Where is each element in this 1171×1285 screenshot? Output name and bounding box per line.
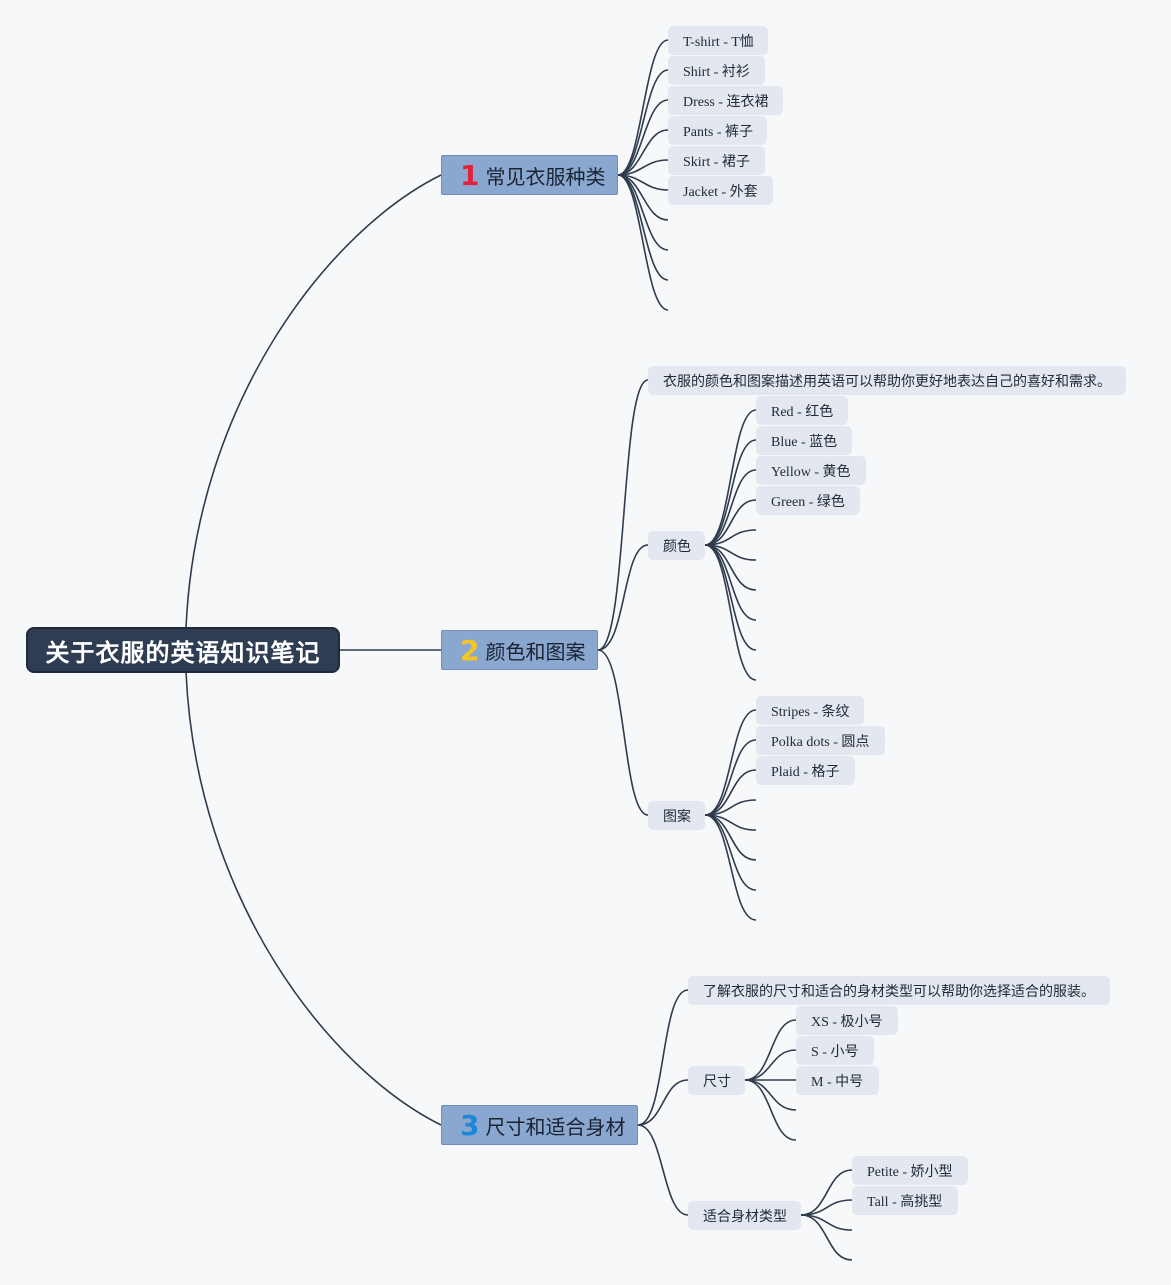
leaf-item[interactable]: Yellow - 黄色 — [756, 456, 866, 485]
leaf-item[interactable]: T-shirt - T恤 — [668, 26, 768, 55]
edge-size-item — [744, 1049, 797, 1081]
group-colors[interactable]: 颜色 — [648, 531, 705, 560]
leaf-item[interactable]: XS - 极小号 — [796, 1006, 898, 1035]
group-body-types[interactable]: 适合身材类型 — [688, 1201, 801, 1230]
leaf-item[interactable]: Stripes - 条纹 — [756, 696, 864, 725]
node-label: Plaid - 格子 — [771, 764, 840, 780]
edge-b2-group — [597, 544, 649, 651]
number-badge: 2 — [460, 633, 480, 667]
edge-b1-item — [617, 39, 669, 176]
edge-color-item — [704, 439, 757, 546]
edge-pattern-empty — [704, 814, 757, 921]
edge-pattern-item — [704, 709, 757, 816]
leaf-item[interactable]: Polka dots - 圆点 — [756, 726, 885, 755]
edge-root-branch-1 — [185, 174, 442, 629]
main-topic-colors-patterns[interactable]: 2 颜色和图案 — [441, 630, 598, 670]
node-label: S - 小号 — [811, 1044, 859, 1060]
main-topic-title: 尺寸和适合身材 — [485, 1114, 626, 1139]
edge-b2-note — [597, 379, 649, 651]
node-label: Blue - 蓝色 — [771, 434, 838, 450]
root-title: 关于衣服的英语知识笔记 — [45, 638, 321, 667]
edge-b1-empty — [617, 174, 669, 281]
node-label: XS - 极小号 — [811, 1014, 883, 1030]
group-sizes[interactable]: 尺寸 — [688, 1066, 745, 1095]
group-patterns[interactable]: 图案 — [648, 801, 705, 830]
edge-b3-note — [637, 989, 689, 1126]
leaf-item[interactable]: Jacket - 外套 — [668, 176, 773, 205]
edge-color-empty — [704, 544, 757, 681]
edge-pattern-item — [704, 739, 757, 816]
node-label: Petite - 娇小型 — [867, 1164, 953, 1180]
edge-color-item — [704, 499, 757, 546]
node-label: 适合身材类型 — [703, 1208, 787, 1225]
edge-size-empty — [744, 1079, 797, 1141]
edge-b1-item — [617, 99, 669, 176]
note-node[interactable]: 了解衣服的尺寸和适合的身材类型可以帮助你选择适合的服装。 — [688, 976, 1110, 1005]
edge-body-item — [800, 1169, 853, 1216]
node-label: Shirt - 衬衫 — [683, 64, 750, 80]
number-badge: 1 — [460, 158, 480, 192]
edge-pattern-empty — [704, 814, 757, 891]
node-label: Yellow - 黄色 — [771, 464, 851, 480]
node-label: 颜色 — [663, 538, 691, 555]
edge-b1-empty — [617, 174, 669, 311]
node-label: Polka dots - 圆点 — [771, 734, 870, 750]
leaf-item[interactable]: M - 中号 — [796, 1066, 879, 1095]
node-label: M - 中号 — [811, 1074, 864, 1090]
node-label: Skirt - 裙子 — [683, 154, 750, 170]
leaf-item[interactable]: Shirt - 衬衫 — [668, 56, 765, 85]
edge-color-empty — [704, 544, 757, 651]
edge-color-item — [704, 469, 757, 546]
edge-body-empty — [800, 1214, 853, 1261]
leaf-item[interactable]: Skirt - 裙子 — [668, 146, 765, 175]
edge-b3-group — [637, 1124, 689, 1216]
edge-color-item — [704, 409, 757, 546]
node-label: Jacket - 外套 — [683, 184, 758, 200]
node-label: Pants - 裤子 — [683, 124, 753, 140]
edge-b1-item — [617, 69, 669, 176]
edge-size-item — [744, 1019, 797, 1081]
number-badge: 3 — [460, 1108, 480, 1142]
node-label: Red - 红色 — [771, 404, 834, 420]
edge-b2-group — [597, 649, 649, 816]
edge-b3-group — [637, 1079, 689, 1126]
leaf-item[interactable]: Plaid - 格子 — [756, 756, 855, 785]
node-label: T-shirt - T恤 — [683, 34, 754, 50]
leaf-item[interactable]: Red - 红色 — [756, 396, 848, 425]
node-label: 了解衣服的尺寸和适合的身材类型可以帮助你选择适合的服装。 — [703, 983, 1095, 1000]
leaf-item[interactable]: Tall - 高挑型 — [852, 1186, 958, 1215]
node-label: Stripes - 条纹 — [771, 704, 850, 720]
edge-size-empty — [744, 1079, 797, 1111]
edge-root-branch-3 — [185, 671, 442, 1126]
node-label: 尺寸 — [703, 1073, 731, 1090]
edge-pattern-item — [704, 769, 757, 816]
leaf-item[interactable]: Petite - 娇小型 — [852, 1156, 968, 1185]
edge-b1-item — [617, 129, 669, 176]
leaf-item[interactable]: Dress - 连衣裙 — [668, 86, 783, 115]
main-topic-title: 常见衣服种类 — [485, 164, 606, 189]
leaf-item[interactable]: Pants - 裤子 — [668, 116, 767, 145]
node-label: Tall - 高挑型 — [867, 1194, 943, 1210]
node-label: 衣服的颜色和图案描述用英语可以帮助你更好地表达自己的喜好和需求。 — [663, 373, 1111, 390]
leaf-item[interactable]: Green - 绿色 — [756, 486, 860, 515]
leaf-item[interactable]: S - 小号 — [796, 1036, 874, 1065]
main-topic-title: 颜色和图案 — [485, 639, 586, 664]
main-topic-clothing-types[interactable]: 1 常见衣服种类 — [441, 155, 618, 195]
leaf-item[interactable]: Blue - 蓝色 — [756, 426, 852, 455]
note-node[interactable]: 衣服的颜色和图案描述用英语可以帮助你更好地表达自己的喜好和需求。 — [648, 366, 1126, 395]
root-topic[interactable]: 关于衣服的英语知识笔记 — [26, 627, 340, 673]
node-label: Green - 绿色 — [771, 494, 845, 510]
node-label: 图案 — [663, 808, 691, 825]
node-label: Dress - 连衣裙 — [683, 94, 769, 110]
main-topic-size-fit[interactable]: 3 尺寸和适合身材 — [441, 1105, 638, 1145]
